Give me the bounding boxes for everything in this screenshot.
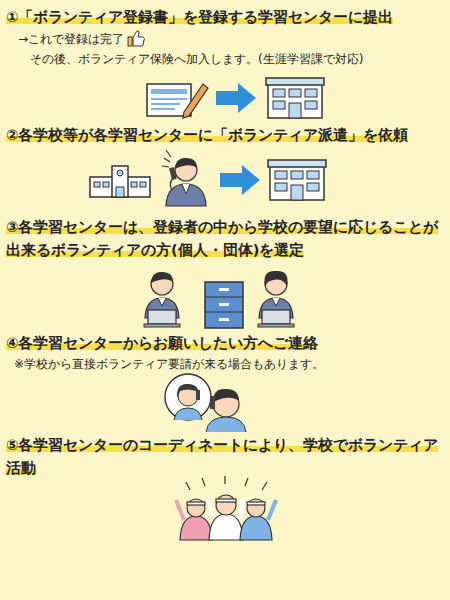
- document-with-pen: [147, 84, 208, 118]
- note-text: その後、ボランティア保険へ加入します。(生涯学習課で対応): [30, 50, 445, 68]
- note-text: ※学校から直接ボランティア要請が来る場合もあります。: [14, 355, 444, 373]
- note-text: →これで登録は完了: [18, 30, 418, 48]
- label-text: ②各学校等が各学習センターに「ボランティア派遣」を依頼: [6, 127, 408, 143]
- step-heading: ①「ボランティア登録書」を登録する学習センターに提出: [6, 6, 446, 29]
- phone-call-people: [165, 374, 246, 432]
- label-text: その後、ボランティア保険へ加入します。(生涯学習課で対応): [30, 52, 363, 66]
- label-text: ①「ボランティア登録書」を登録する学習センターに提出: [6, 9, 393, 25]
- person-on-phone: [162, 150, 206, 206]
- step-heading: ④各学習センターからお願いしたい方へご連絡: [6, 332, 446, 355]
- staff-at-laptop: [258, 271, 294, 327]
- flow-arrow: [216, 83, 256, 113]
- thumbs-up-icon: [128, 31, 144, 46]
- label-text: ⑤各学習センターのコーディネートにより、学校でボランティア活動: [6, 437, 438, 476]
- school-building: [90, 166, 150, 197]
- label-text: ④各学習センターからお願いしたい方へご連絡: [6, 335, 318, 351]
- filing-cabinet: [205, 282, 243, 328]
- step-heading: ③各学習センターは、登録者の中から学校の要望に応じることが出来るボランティアの方…: [6, 216, 446, 262]
- center-building: [268, 160, 326, 200]
- label-text: ※学校から直接ボランティア要請が来る場合もあります。: [14, 357, 324, 371]
- step-heading: ②各学校等が各学習センターに「ボランティア派遣」を依頼: [6, 124, 446, 147]
- flow-arrow: [220, 165, 260, 195]
- cheering-volunteers: [176, 476, 276, 540]
- step-heading: ⑤各学習センターのコーディネートにより、学校でボランティア活動: [6, 434, 446, 480]
- staff-at-laptop: [144, 272, 180, 327]
- label-text: →これで登録は完了: [18, 32, 124, 46]
- label-text: ③各学習センターは、登録者の中から学校の要望に応じることが出来るボランティアの方…: [6, 219, 438, 258]
- center-building: [266, 78, 324, 118]
